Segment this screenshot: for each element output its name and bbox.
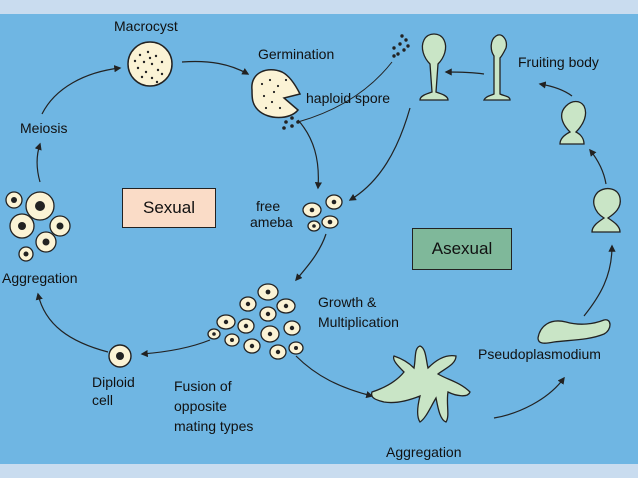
arrow-ameba-to-growth — [295, 233, 327, 282]
arrow-spore-to-ameba — [348, 107, 411, 201]
sexual-box: Sexual — [122, 188, 216, 228]
haploid-spore-cluster — [392, 34, 410, 58]
asexual-box: Asexual — [412, 228, 512, 270]
aggregation-streams-icon — [370, 345, 471, 423]
arrow-germination-to-ameba — [297, 119, 322, 190]
arrow-pseudoplasmodium-to-stalk — [583, 244, 616, 317]
growth-multiplication-nuclei — [212, 289, 298, 355]
label-aggregation-bottom: Aggregation — [386, 444, 462, 460]
pseudoplasmodium-slug — [537, 319, 611, 344]
arrow-aggregation-to-meiosis — [34, 142, 42, 183]
label-haploid-spore: haploid spore — [306, 90, 391, 106]
label-fusion-2: opposite — [174, 398, 227, 414]
label-diploid-1: Diploid — [92, 374, 135, 390]
label-fusion-3: mating types — [174, 418, 254, 434]
arrow-diploid-to-aggregation — [35, 292, 109, 353]
diagram-background — [0, 14, 638, 464]
arrow-fruiting-to-fruiting — [444, 68, 485, 76]
arrow-growth-to-aggregation — [295, 355, 374, 399]
mexican-hat-stage — [559, 100, 587, 145]
free-ameba-cells — [302, 194, 343, 232]
culmination-stage — [591, 187, 621, 233]
macrocyst-icon — [127, 41, 173, 87]
arrow-meiosis-to-macrocyst — [41, 65, 122, 115]
arrow-midform-to-fruiting — [538, 81, 573, 97]
label-fusion-1: Fusion of — [174, 378, 232, 394]
growth-multiplication-cells — [207, 283, 304, 360]
label-fruiting-body: Fruiting body — [518, 54, 599, 70]
label-aggregation-left: Aggregation — [2, 270, 78, 286]
label-growth-2: Multiplication — [318, 314, 399, 330]
arrow-aggregation-to-pseudoplasmodium — [493, 376, 565, 419]
label-growth-1: Growth & — [318, 294, 377, 310]
label-macrocyst: Macrocyst — [114, 18, 178, 34]
diploid-cell-icon — [108, 344, 132, 368]
arrow-growth-to-diploid — [140, 339, 211, 358]
label-diploid-2: cell — [92, 392, 114, 408]
germination-icon — [251, 69, 302, 130]
arrow-macrocyst-to-germination — [181, 60, 250, 75]
arrow-stalk-to-midform — [589, 148, 607, 185]
fruiting-body-small — [482, 34, 511, 101]
fruiting-body-large — [419, 33, 449, 101]
cycle-arrows — [34, 60, 616, 419]
label-free-ameba-1: free — [256, 198, 281, 214]
label-free-ameba-2: ameba — [250, 214, 293, 230]
aggregation-nuclei-left — [11, 197, 64, 257]
label-pseudoplasmodium: Pseudoplasmodium — [478, 346, 601, 362]
label-germination: Germination — [258, 46, 335, 62]
label-meiosis: Meiosis — [20, 120, 68, 136]
spore-pointer-line — [297, 61, 393, 123]
free-ameba-nuclei — [309, 199, 337, 228]
